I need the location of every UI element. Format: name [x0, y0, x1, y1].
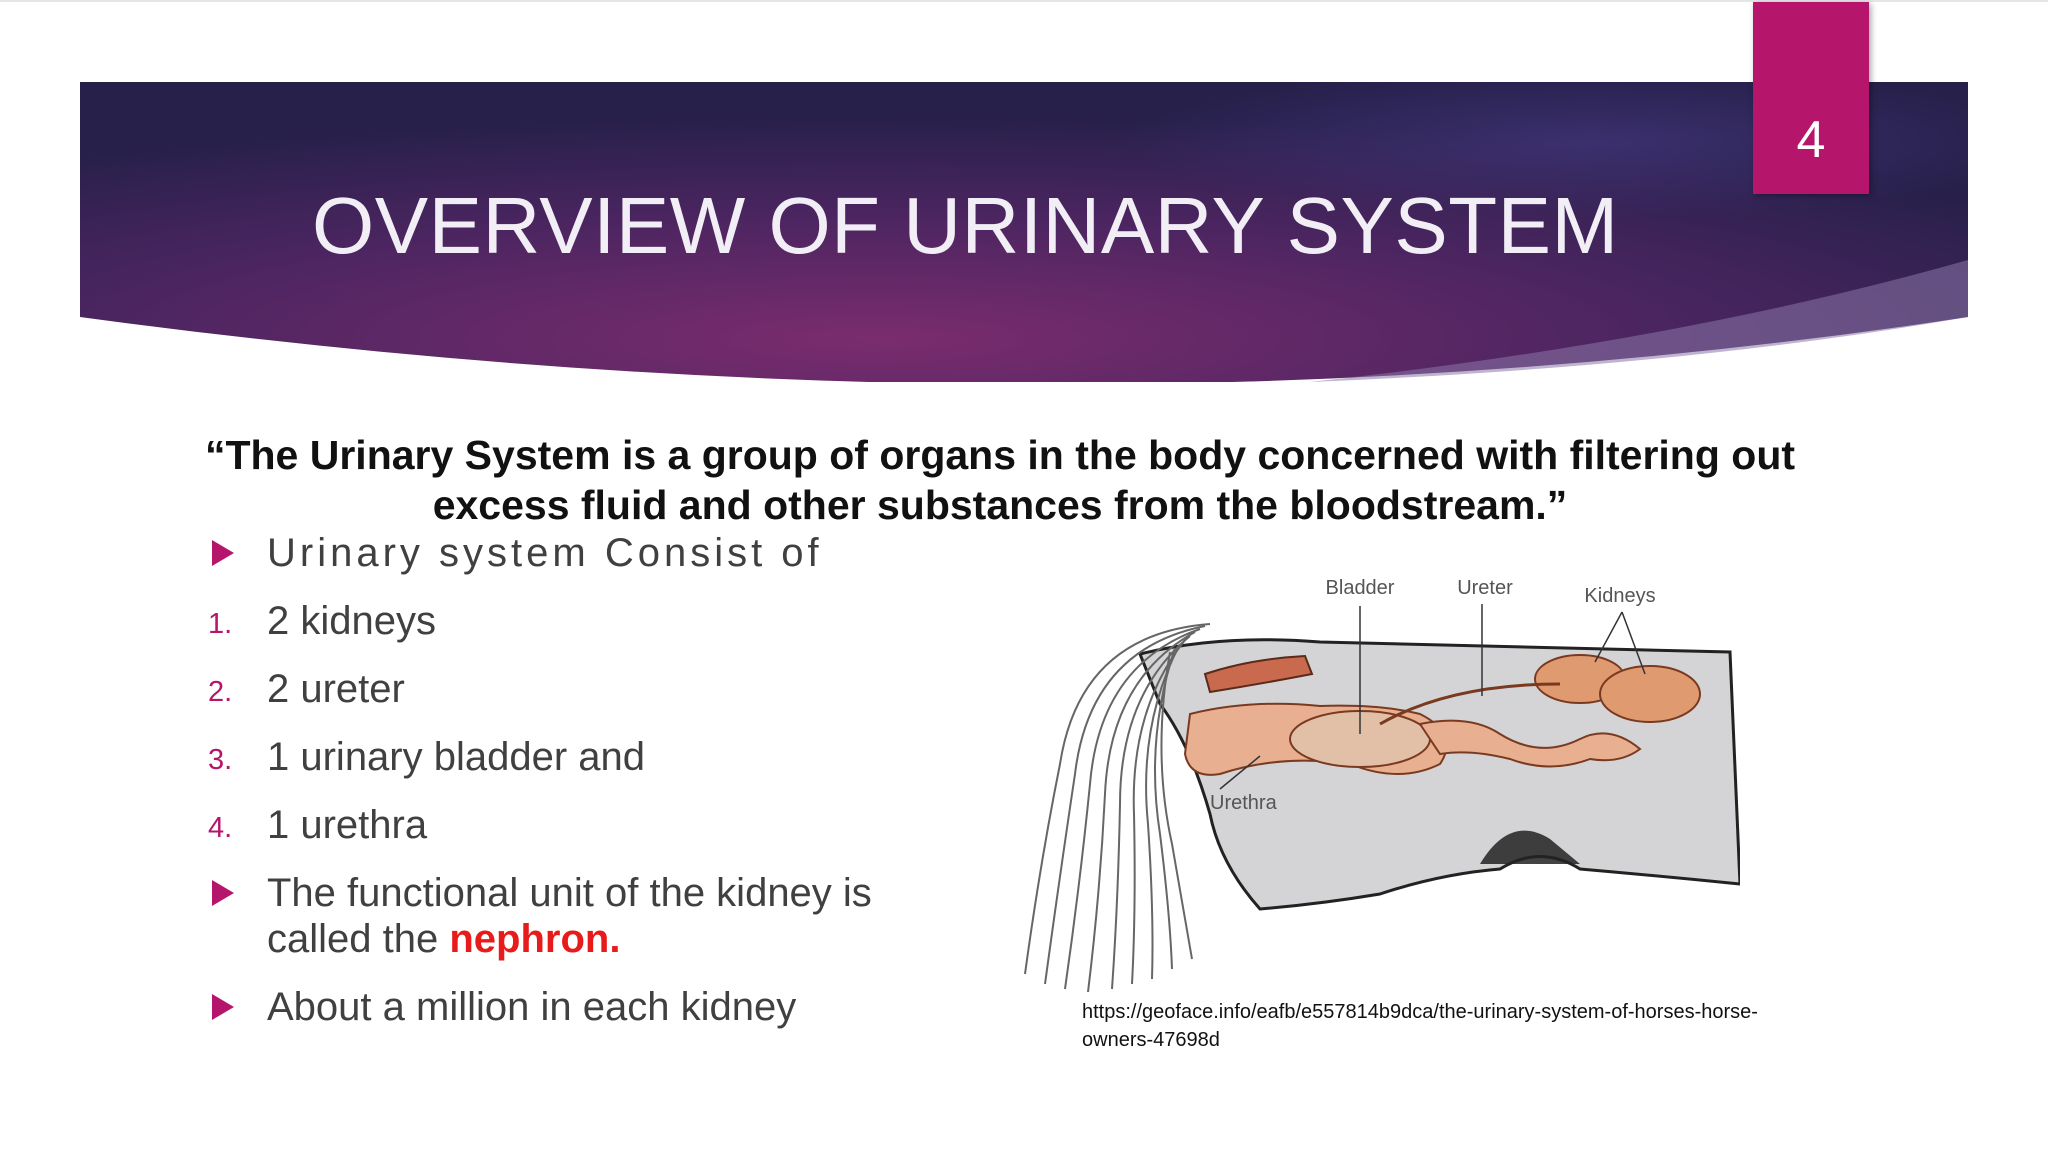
triangle-bullet-icon [212, 540, 234, 566]
intro-text: Urinary system Consist of [267, 531, 823, 575]
intestine-shape [1418, 719, 1642, 768]
kidneys-label: Kidneys [1584, 585, 1655, 607]
list-number: 2. [208, 676, 233, 708]
horse-tail [1024, 623, 1211, 993]
million-text: About a million in each kidney [267, 985, 797, 1029]
list-item-text: 2 kidneys [267, 599, 436, 643]
list-item-text: 1 urinary bladder and [267, 735, 646, 779]
figure-source-url: https://geoface.info/eafb/e557814b9dca/t… [1082, 1001, 1758, 1051]
slide-number-tab: 4 [1753, 2, 1869, 194]
ureter-shape [1379, 682, 1561, 726]
slide-number: 4 [1796, 111, 1826, 169]
title-banner [80, 82, 1968, 382]
list-item-text: 1 urethra [267, 803, 428, 847]
triangle-bullet-icon [212, 994, 234, 1020]
urethra-label: Urethra [1210, 792, 1278, 814]
rectum-shape [1203, 654, 1314, 694]
kidney-shape [1599, 665, 1701, 723]
nephron-highlight: nephron. [449, 917, 621, 961]
slide-title: OVERVIEW OF URINARY SYSTEM [312, 181, 1619, 270]
list-number: 4. [208, 812, 233, 844]
horse-urinary-diagram: Bladder Ureter Kidneys Urethra [1020, 564, 1740, 994]
list-item-text: 2 ureter [267, 667, 405, 711]
list-number: 1. [208, 608, 233, 640]
horse-leg-shadow [1480, 830, 1580, 864]
nephron-prefix: called the [267, 917, 450, 961]
ureter-label: Ureter [1457, 577, 1513, 599]
list-number: 3. [208, 744, 233, 776]
definition-quote: “The Urinary System is a group of organs… [204, 432, 1796, 528]
triangle-bullet-icon [212, 880, 234, 906]
bladder-label: Bladder [1326, 577, 1395, 599]
nephron-line-2: called the nephron. [267, 916, 620, 962]
nephron-line-1: The functional unit of the kidney is [267, 871, 872, 915]
